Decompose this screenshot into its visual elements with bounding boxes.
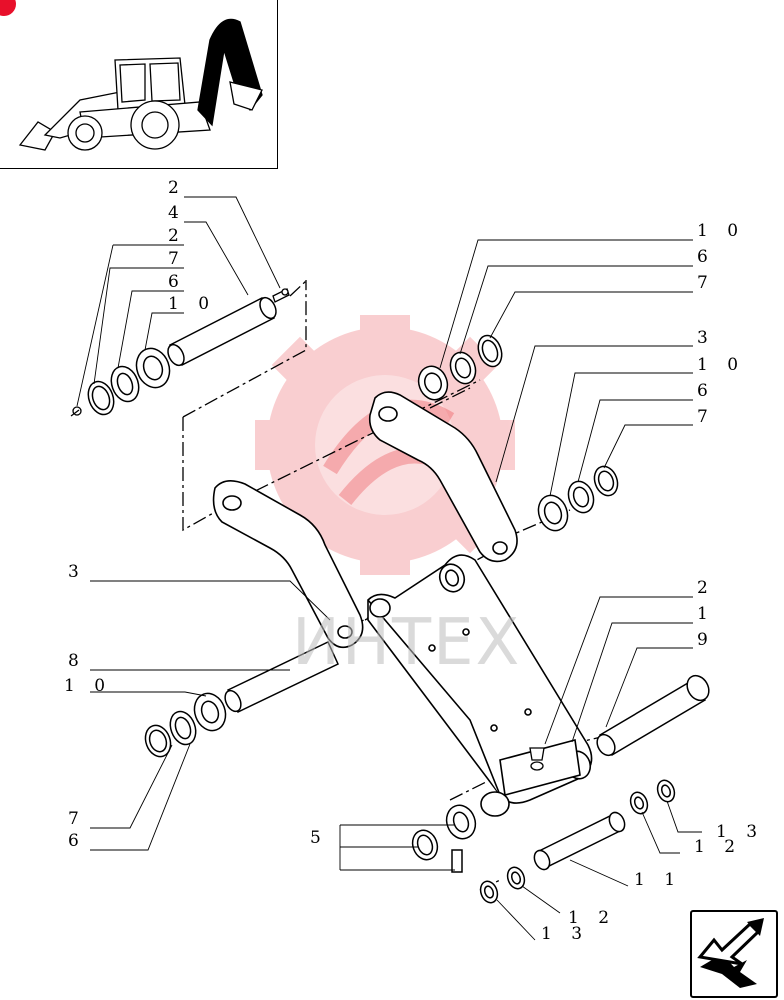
washer-12b bbox=[506, 866, 526, 890]
snap-ring-7a bbox=[87, 380, 115, 416]
bushing-10a bbox=[135, 347, 171, 389]
callout-6[interactable]: 6 bbox=[68, 831, 86, 851]
arrow-return-icon bbox=[697, 918, 764, 988]
callout-6[interactable]: 6 bbox=[168, 272, 186, 292]
pin-8 bbox=[224, 640, 339, 714]
callout-7[interactable]: 7 bbox=[697, 273, 715, 293]
callout-7[interactable]: 7 bbox=[68, 809, 86, 829]
backhoe-loader-icon bbox=[18, 18, 263, 151]
washer-13b bbox=[479, 880, 499, 904]
callout-2[interactable]: 2 bbox=[697, 578, 715, 598]
bushing-10b bbox=[417, 365, 449, 401]
pin-9 bbox=[596, 674, 710, 757]
callout-6[interactable]: 6 bbox=[697, 381, 715, 401]
main-frame-1 bbox=[367, 554, 593, 817]
bushing-5 bbox=[411, 804, 477, 873]
snap-ring-7d bbox=[144, 724, 172, 758]
callout-12[interactable]: 1 2 bbox=[694, 837, 743, 857]
link-arm-3-lower bbox=[212, 480, 364, 649]
watermark-text: ИНТЕХ bbox=[292, 606, 522, 680]
callout-2[interactable]: 2 bbox=[168, 178, 186, 198]
washer-6c bbox=[567, 480, 595, 514]
callout-4[interactable]: 4 bbox=[168, 203, 186, 223]
callout-3[interactable]: 3 bbox=[697, 328, 715, 348]
link-arm-3-upper bbox=[368, 391, 518, 563]
grease-nipple-2c bbox=[529, 747, 545, 771]
back-navigation-button[interactable] bbox=[690, 910, 778, 998]
callout-13[interactable]: 1 3 bbox=[541, 924, 590, 944]
callout-5[interactable]: 5 bbox=[310, 828, 328, 848]
corner-marker bbox=[0, 0, 16, 16]
grease-nipple-2a bbox=[272, 288, 290, 303]
callout-10[interactable]: 1 0 bbox=[697, 221, 746, 241]
washer-6b bbox=[449, 351, 477, 385]
snap-ring-7b bbox=[477, 334, 503, 368]
snap-ring-7c bbox=[593, 465, 619, 497]
leader-lines bbox=[76, 196, 702, 941]
callout-10[interactable]: 1 0 bbox=[697, 355, 746, 375]
washer-6d bbox=[169, 710, 197, 746]
bushing-10c bbox=[537, 494, 569, 532]
pin-11 bbox=[533, 811, 626, 871]
callout-2[interactable]: 2 bbox=[168, 226, 186, 246]
callout-8[interactable]: 8 bbox=[68, 651, 86, 671]
callout-3[interactable]: 3 bbox=[68, 562, 86, 582]
washer-13a bbox=[656, 779, 676, 803]
callout-7[interactable]: 7 bbox=[697, 407, 715, 427]
callout-7[interactable]: 7 bbox=[168, 249, 186, 269]
bushing-10d bbox=[193, 692, 227, 732]
callout-12[interactable]: 1 2 bbox=[568, 908, 617, 928]
washer-6a bbox=[110, 365, 140, 403]
pin-4 bbox=[167, 296, 277, 367]
callout-1[interactable]: 1 bbox=[697, 604, 715, 624]
callout-10[interactable]: 1 0 bbox=[64, 676, 113, 696]
thumbnail-frame bbox=[0, 0, 278, 169]
grease-nipple-2b bbox=[70, 406, 82, 417]
callout-13[interactable]: 1 3 bbox=[716, 822, 765, 842]
callout-9[interactable]: 9 bbox=[697, 630, 715, 650]
washer-12a bbox=[629, 791, 649, 815]
callout-6[interactable]: 6 bbox=[697, 247, 715, 267]
callout-10[interactable]: 1 0 bbox=[168, 294, 217, 314]
callout-11[interactable]: 1 1 bbox=[634, 870, 683, 890]
